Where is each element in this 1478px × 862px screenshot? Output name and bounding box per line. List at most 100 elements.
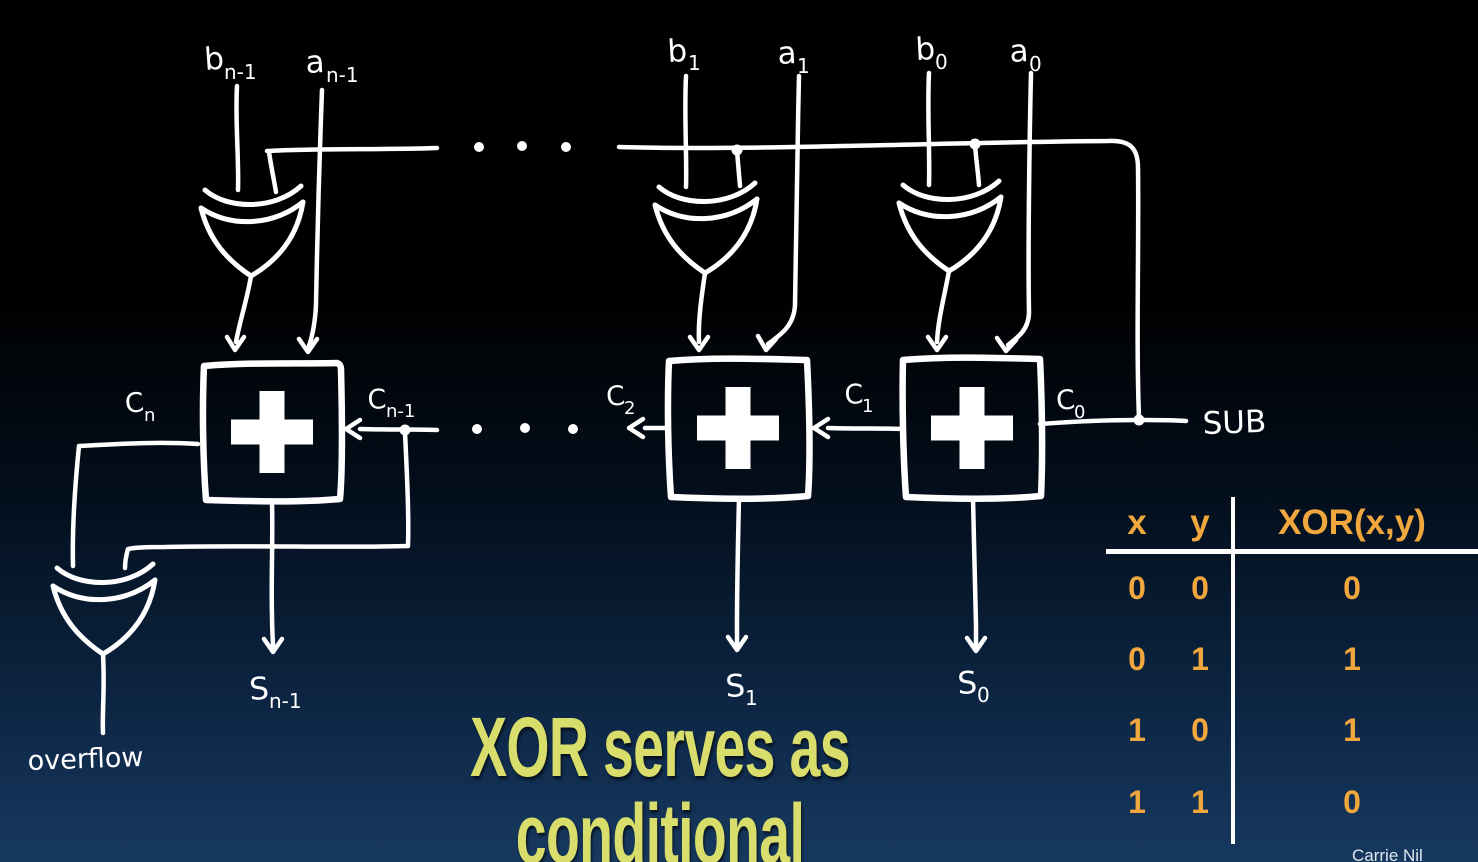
arrowhead-a1 bbox=[755, 333, 779, 353]
sub-to-c0-wire bbox=[1037, 417, 1189, 427]
xor-gate-1 bbox=[655, 183, 757, 273]
xor-gate-overflow bbox=[53, 564, 155, 654]
arrowhead-c2 bbox=[626, 416, 646, 440]
adder-plus-icon-0 bbox=[931, 387, 1013, 469]
wire-a1 bbox=[765, 73, 802, 347]
wire-sub-tap-1 bbox=[734, 148, 743, 189]
truth-table-cell: 0 bbox=[1128, 641, 1146, 677]
input-label-a-high: a bbox=[305, 44, 326, 81]
arrowhead-a0 bbox=[994, 335, 1019, 354]
sum-label-1-sub: 1 bbox=[745, 686, 758, 710]
ellipsis-dots-carry bbox=[472, 423, 578, 434]
truth-table-header-xor: XOR(x,y) bbox=[1278, 503, 1426, 542]
wire-cn-out bbox=[70, 440, 201, 569]
input-label-b0-sub: 0 bbox=[935, 50, 948, 74]
wire-sum-0 bbox=[970, 495, 979, 650]
truth-table-cell: 1 bbox=[1191, 641, 1209, 677]
carry-label-c2: C bbox=[605, 380, 626, 413]
carry-label-c1: C bbox=[844, 379, 864, 411]
arrowhead-sum-1 bbox=[725, 634, 749, 653]
adder-box-1 bbox=[664, 355, 813, 502]
wire-sum-high bbox=[269, 500, 276, 651]
truth-table-header-x: x bbox=[1127, 503, 1147, 542]
input-label-b0: b bbox=[915, 31, 937, 68]
truth-table-cell: 1 bbox=[1191, 784, 1209, 820]
wire-b-high bbox=[234, 83, 241, 193]
adder-plus-icon-high bbox=[231, 391, 313, 473]
headline-line2: conditional inverter! bbox=[515, 787, 805, 862]
arrowhead-cn1 bbox=[343, 417, 363, 441]
carry-label-c1-sub: 1 bbox=[862, 396, 873, 417]
truth-table-cell: 1 bbox=[1128, 712, 1146, 748]
sum-label-0: S bbox=[957, 665, 979, 702]
input-label-a1: a bbox=[777, 35, 798, 72]
truth-table-cell: 0 bbox=[1343, 570, 1361, 606]
arrowhead-sum-0 bbox=[964, 635, 988, 654]
wire-a0 bbox=[1005, 70, 1034, 348]
truth-table-header-y: y bbox=[1190, 503, 1210, 542]
wire-sub-tap-0 bbox=[972, 142, 982, 188]
ellipsis-dots-top bbox=[474, 141, 571, 152]
input-label-a0-sub: 0 bbox=[1029, 52, 1042, 76]
wire-cn1-to-overflow-xor bbox=[122, 429, 411, 571]
sum-label-1: S bbox=[725, 668, 747, 705]
wire-overflow-out bbox=[100, 651, 106, 736]
input-label-b1: b bbox=[667, 33, 689, 70]
sub-label: SUB bbox=[1202, 404, 1267, 442]
truth-table-cell: 1 bbox=[1343, 712, 1361, 748]
carry-label-cn1-sub: n-1 bbox=[386, 401, 415, 422]
headline: XOR serves as conditional inverter! bbox=[429, 704, 891, 862]
xor-gate-0 bbox=[899, 181, 1001, 271]
overflow-detector: overflow bbox=[27, 564, 155, 777]
truth-table-cell: 1 bbox=[1128, 784, 1146, 820]
adder-plus-icon-1 bbox=[697, 387, 779, 469]
sum-label-high: S bbox=[248, 671, 270, 708]
arrowhead-xor-out-0 bbox=[925, 334, 949, 353]
sub-rail-left-segment bbox=[264, 145, 440, 154]
carry-label-c0: C bbox=[1055, 384, 1076, 417]
input-label-b1-sub: 1 bbox=[688, 51, 701, 75]
sub-junction-dot bbox=[1133, 414, 1145, 426]
arrowhead-xor-out-high bbox=[224, 334, 247, 353]
input-label-a-high-sub: n-1 bbox=[326, 63, 359, 87]
sum-label-0-sub: 0 bbox=[977, 683, 990, 707]
input-label-a1-sub: 1 bbox=[797, 54, 810, 78]
adder-box-high bbox=[199, 359, 346, 505]
overflow-label: overflow bbox=[27, 742, 144, 777]
truth-table-cell: 0 bbox=[1128, 570, 1146, 606]
carry-label-cn-sub: n bbox=[144, 405, 155, 426]
wire-sub-tap-high bbox=[266, 149, 279, 195]
carry-label-c0-sub: 0 bbox=[1074, 402, 1085, 423]
input-label-b-high-sub: n-1 bbox=[224, 60, 257, 84]
bit-cell-1: b 1 a 1 C 2 C 1 S 1 bbox=[605, 33, 906, 710]
sub-rail-right-segment bbox=[616, 138, 1142, 421]
wire-sum-1 bbox=[734, 495, 742, 649]
carry-label-cn1: C bbox=[367, 384, 387, 416]
wire-xor-out-0 bbox=[934, 268, 952, 345]
sum-label-high-sub: n-1 bbox=[269, 689, 302, 713]
truth-table-cell: 1 bbox=[1343, 641, 1361, 677]
wire-xor-out-1 bbox=[696, 270, 708, 345]
wire-cn1-in bbox=[357, 426, 440, 433]
adder-box-0 bbox=[899, 354, 1046, 502]
carry-label-c2-sub: 2 bbox=[624, 398, 635, 419]
arrowhead-c1 bbox=[811, 416, 831, 440]
bit-cell-high: b n-1 a n-1 C n C n-1 bbox=[70, 41, 578, 713]
wire-c1 bbox=[825, 425, 906, 432]
arrowhead-a-high bbox=[296, 336, 320, 355]
truth-table-vertical-divider bbox=[1231, 497, 1235, 844]
attribution-text: Carrie Nil bbox=[1352, 846, 1423, 862]
xor-gate-high bbox=[201, 186, 303, 276]
truth-table-cell: 0 bbox=[1191, 712, 1209, 748]
bit-cell-0: b 0 a 0 C 0 S 0 bbox=[899, 31, 1085, 707]
input-label-b-high: b bbox=[203, 41, 225, 78]
truth-table-cell: 0 bbox=[1343, 784, 1361, 820]
wire-b1 bbox=[683, 73, 689, 190]
truth-table-cell: 0 bbox=[1191, 570, 1209, 606]
sub-rail: SUB bbox=[264, 138, 1267, 442]
truth-table-horizontal-divider bbox=[1106, 549, 1478, 554]
carry-label-cn: C bbox=[123, 387, 145, 420]
arrowhead-sum-high bbox=[261, 636, 285, 655]
